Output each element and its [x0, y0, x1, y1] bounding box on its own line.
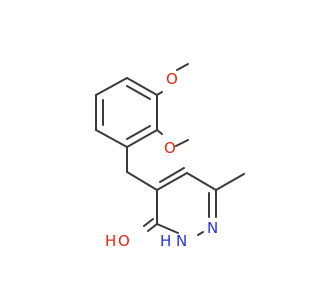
atom-nitrogen-ring: N: [207, 219, 218, 237]
bond: [156, 223, 179, 234]
bond: [156, 172, 188, 191]
atom-oxygen-methoxy-top: O: [166, 70, 178, 88]
bond: [186, 172, 217, 191]
bond: [156, 91, 163, 96]
bond: [126, 171, 158, 191]
bond: [126, 77, 158, 96]
atom-nitrogen-nh: N: [176, 232, 187, 250]
bond: [95, 77, 128, 96]
atom-hydrogen-hydroxyl: H: [105, 232, 116, 250]
atom-hydrogen-on-nitrogen: H: [160, 232, 171, 250]
bond: [143, 218, 154, 227]
bond: [126, 125, 151, 140]
bond: [126, 129, 158, 148]
bond: [176, 63, 189, 71]
atom-oxygen-carbonyl: O: [118, 232, 130, 250]
molecule-diagram: O O N H N H O: [95, 63, 245, 250]
bond: [95, 129, 128, 148]
bond: [147, 223, 158, 232]
bond: [215, 173, 245, 191]
bond: [156, 129, 163, 135]
bond: [126, 85, 151, 100]
bond: [175, 139, 189, 147]
structure-canvas: O O N H N H O: [95, 63, 245, 250]
atom-oxygen-methoxy-mid: O: [164, 139, 176, 157]
bond: [197, 231, 204, 236]
bond: [159, 167, 185, 183]
